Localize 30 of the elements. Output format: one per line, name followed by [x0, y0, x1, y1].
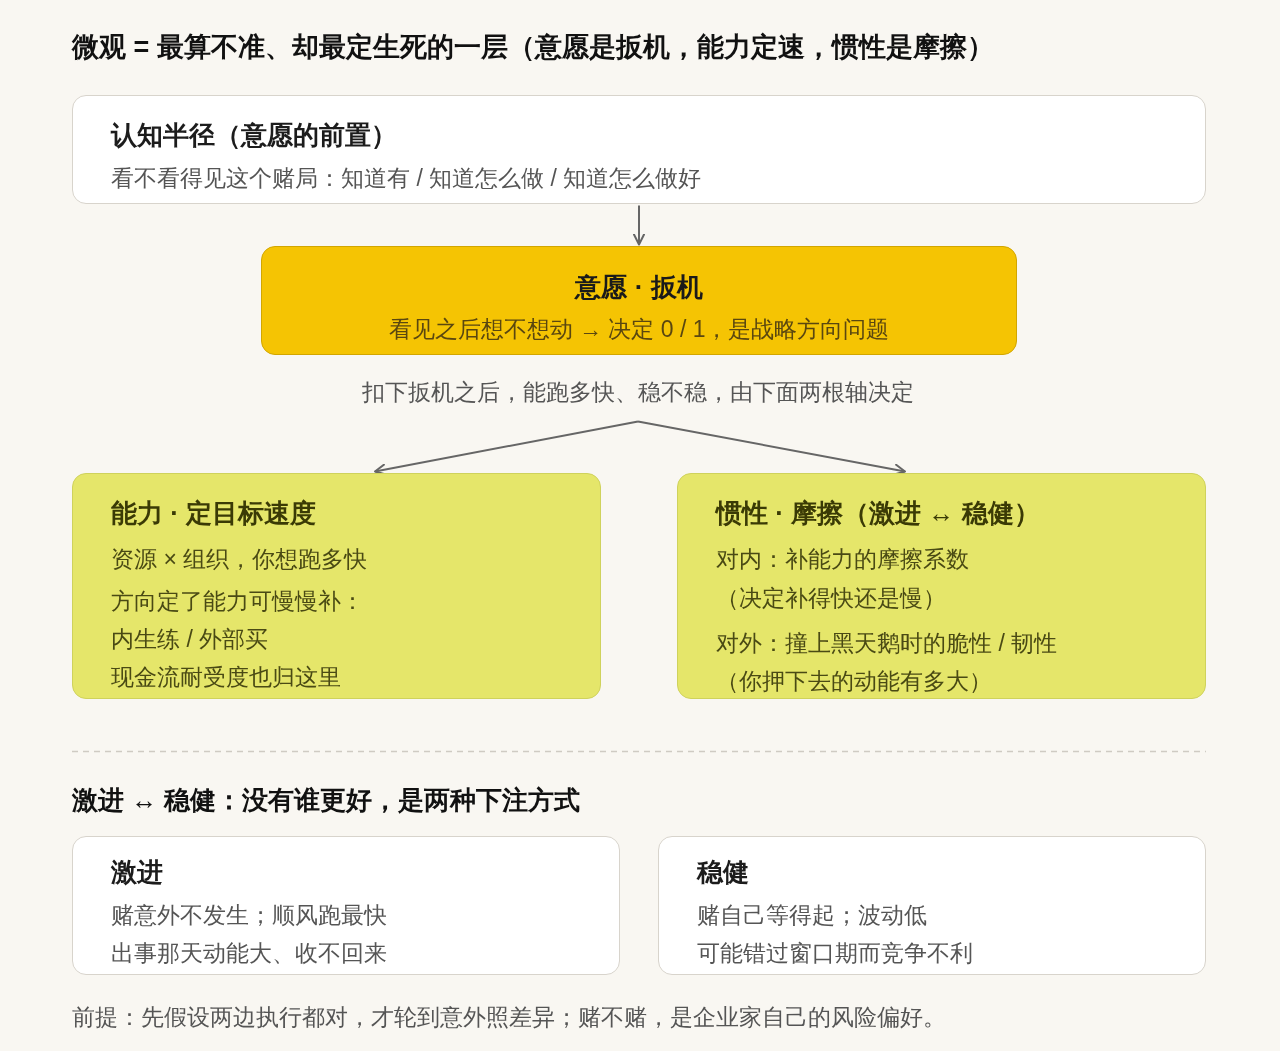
- footnote: 前提：先假设两边执行都对，才轮到意外照差异；赌不赌，是企业家自己的风险偏好。: [72, 1003, 946, 1032]
- box-text: 对内：补能力的摩擦系数: [716, 545, 969, 574]
- box-heading: 激进: [111, 856, 163, 888]
- arrow: [633, 204, 645, 246]
- box-text: 赌自己等得起；波动低: [697, 901, 927, 930]
- box-text: 出事那天动能大、收不回来: [111, 939, 387, 968]
- box-heading: 意愿 · 扳机: [575, 271, 703, 303]
- rounded-box: [72, 473, 601, 699]
- diagram-title: 微观 = 最算不准、却最定生死的一层（意愿是扳机，能力定速，惯性是摩擦）: [72, 31, 994, 63]
- box-text: （你押下去的动能有多大）: [716, 667, 992, 696]
- box-heading: 认知半径（意愿的前置）: [111, 119, 397, 151]
- box-text: 对外：撞上黑天鹅时的脆性 / 韧性: [716, 629, 1058, 658]
- rounded-box: [658, 836, 1206, 975]
- box-text: 可能错过窗口期而竞争不利: [697, 939, 973, 968]
- box-text: （决定补得快还是慢）: [716, 584, 946, 613]
- box-text: 方向定了能力可慢慢补：: [111, 587, 364, 616]
- box-text: 看不看得见这个赌局：知道有 / 知道怎么做 / 知道怎么做好: [111, 164, 702, 193]
- rounded-box: [677, 473, 1206, 699]
- box-heading: 稳健: [697, 856, 749, 888]
- box-text: 现金流耐受度也归这里: [111, 663, 341, 692]
- box-text: 赌意外不发生；顺风跑最快: [111, 901, 387, 930]
- highlight-box: [261, 246, 1017, 355]
- box-text: 内生练 / 外部买: [111, 625, 269, 654]
- box-heading: 能力 · 定目标速度: [111, 497, 317, 529]
- note-text: 扣下扳机之后，能跑多快、稳不稳，由下面两根轴决定: [362, 378, 914, 407]
- box-text: 看见之后想不想动 → 决定 0 / 1，是战略方向问题: [388, 315, 890, 344]
- box-text: 资源 × 组织，你想跑多快: [111, 545, 368, 574]
- rounded-box: [72, 95, 1206, 204]
- box-heading: 惯性 · 摩擦（激进 ↔ 稳健）: [716, 497, 1040, 529]
- rounded-box: [72, 836, 620, 975]
